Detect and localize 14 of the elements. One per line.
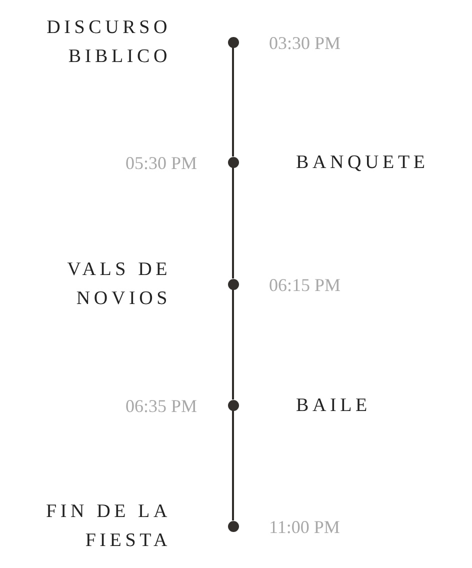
time-label: 11:00 PM bbox=[269, 516, 340, 539]
event-label: BANQUETE bbox=[296, 151, 430, 175]
event-label: BAILE bbox=[296, 394, 372, 418]
time-label: 06:35 PM bbox=[124, 395, 197, 418]
timeline-line bbox=[232, 410, 234, 520]
time-label: 03:30 PM bbox=[269, 32, 341, 55]
event-label: DISCURSO BIBLICO bbox=[46, 16, 171, 69]
time-label: 05:30 PM bbox=[124, 152, 197, 175]
event-label: VALS DE NOVIOS bbox=[66, 258, 171, 311]
timeline-line bbox=[232, 168, 234, 278]
timeline-line bbox=[232, 290, 234, 400]
time-label: 06:15 PM bbox=[269, 274, 341, 297]
timeline-line bbox=[232, 48, 234, 156]
event-label: FIN DE LA FIESTA bbox=[45, 500, 171, 553]
